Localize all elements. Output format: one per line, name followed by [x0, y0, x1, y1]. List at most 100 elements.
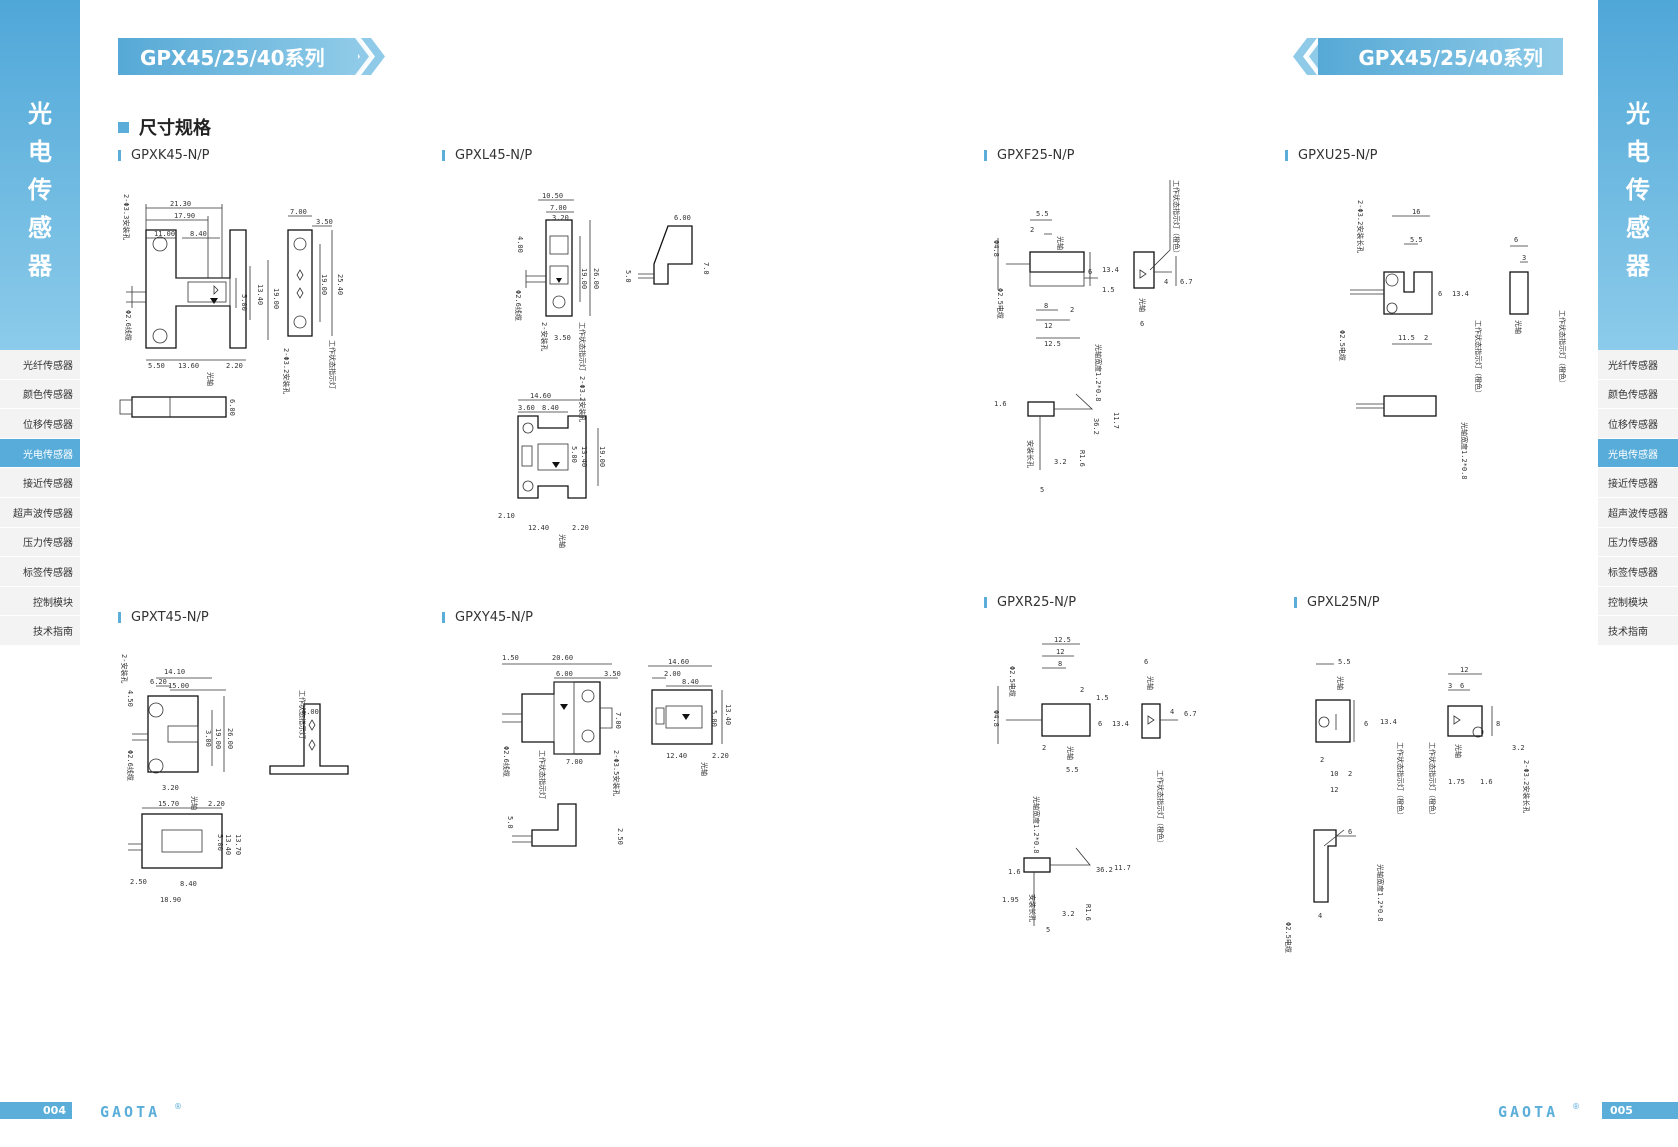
- dim-label: 4.50: [126, 690, 134, 707]
- brand-logo: GAOTA ®: [100, 1102, 182, 1121]
- dim-label: 11.7: [1112, 412, 1120, 429]
- dim-label: 14.10: [164, 668, 185, 676]
- model-name: GPXL45-N/P: [455, 148, 533, 163]
- model-name: GPXK45-N/P: [131, 148, 210, 163]
- side-title-char: 器: [1626, 252, 1650, 280]
- dim-label: 工作状态指示灯（橙色）: [1172, 180, 1181, 257]
- dim-label: 6: [1364, 720, 1368, 728]
- dim-label: 14.60: [668, 658, 689, 666]
- side-item-tech-guide[interactable]: 技术指南: [1598, 616, 1678, 646]
- dim-label: R1.6: [1084, 904, 1092, 921]
- side-title-char: 器: [28, 252, 52, 280]
- side-item-ultrasonic[interactable]: 超声波传感器: [1598, 497, 1678, 528]
- dim-label: 12.40: [528, 524, 549, 532]
- dim-label: 光轴宽度1.2*0.8: [1032, 796, 1041, 854]
- side-item-displacement[interactable]: 位移传感器: [0, 409, 80, 439]
- dim-label: 1.6: [994, 400, 1007, 408]
- side-title-char: 光: [1626, 100, 1650, 128]
- dim-label: 2: [1348, 770, 1352, 778]
- drawing-gpxl25: 5.5 光轴 6 13.4 2 10 2 12 工作状态指示灯（橙色） 12 3…: [1284, 658, 1531, 953]
- dim-label: 6: [1140, 320, 1144, 328]
- side-item-tech-guide[interactable]: 技术指南: [0, 616, 80, 646]
- dim-label: 1.6: [1008, 868, 1021, 876]
- right-side-nav: 光 电 传 感 器 光纤传感器 颜色传感器 位移传感器 光电传感器 接近传感器 …: [1598, 0, 1678, 646]
- dim-label: 6.20: [150, 678, 167, 686]
- left-side-nav: 光 电 传 感 器 光纤传感器 颜色传感器 位移传感器 光电传感器 接近传感器 …: [0, 0, 80, 646]
- dim-label: 6: [1144, 658, 1148, 666]
- dim-label: 26.00: [226, 728, 234, 749]
- dim-label: 13.4: [1102, 266, 1119, 274]
- dim-label: 6: [1514, 236, 1518, 244]
- dim-label: 光轴: [1336, 676, 1345, 690]
- dim-label: 13.60: [178, 362, 199, 370]
- side-item-photoelectric[interactable]: 光电传感器: [0, 438, 80, 469]
- dim-label: 2-安装孔: [120, 654, 129, 683]
- dim-label: 20.60: [552, 654, 573, 662]
- model-label-gpxu25: GPXU25-N/P: [1285, 148, 1378, 163]
- dim-label: 5.00: [710, 710, 718, 727]
- drawing-gpxk45: 21.30 17.90 11.00 8.40 5.00 13.40 19.00 …: [119, 194, 344, 418]
- dim-label: 3.60: [518, 404, 535, 412]
- side-item-proximity[interactable]: 接近传感器: [0, 468, 80, 498]
- side-item-fiber[interactable]: 光纤传感器: [1598, 350, 1678, 380]
- dim-label: 13.40: [724, 704, 732, 725]
- svg-text:®: ®: [174, 1102, 182, 1111]
- side-item-displacement[interactable]: 位移传感器: [1598, 409, 1678, 439]
- side-item-control-module[interactable]: 控制模块: [1598, 586, 1678, 617]
- dim-label: 2: [1042, 744, 1046, 752]
- dim-label: 8: [1058, 660, 1062, 668]
- side-title-char: 传: [28, 176, 52, 204]
- dim-label: 6: [1348, 828, 1352, 836]
- svg-text:GAOTA: GAOTA: [100, 1103, 160, 1121]
- dim-label: 1.6: [1480, 778, 1493, 786]
- dim-label: 1.5: [1096, 694, 1109, 702]
- side-item-color[interactable]: 颜色传感器: [0, 379, 80, 410]
- dim-label: 2: [1320, 756, 1324, 764]
- side-item-photoelectric[interactable]: 光电传感器: [1598, 438, 1678, 469]
- dim-label: 19.00: [272, 288, 280, 309]
- dim-label: Φ2.5电缆: [1008, 666, 1017, 697]
- side-item-fiber[interactable]: 光纤传感器: [0, 350, 80, 380]
- side-item-ultrasonic[interactable]: 超声波传感器: [0, 497, 80, 528]
- dim-label: 21.30: [170, 200, 191, 208]
- dim-label: Φ2.5电缆: [996, 288, 1005, 319]
- section-heading: 尺寸规格: [118, 114, 211, 140]
- model-label-gpxt45: GPXT45-N/P: [118, 610, 209, 625]
- dim-label: 11.5: [1398, 334, 1415, 342]
- label-bar-icon: [1294, 597, 1297, 608]
- dim-label: 2.00: [664, 670, 681, 678]
- dim-label: 5.0: [506, 816, 514, 829]
- page-number-left: 004: [0, 1102, 72, 1119]
- dim-label: 3: [1522, 254, 1526, 262]
- dim-label: 3.50: [604, 670, 621, 678]
- dim-label: 12: [1460, 666, 1468, 674]
- side-item-pressure[interactable]: 压力传感器: [0, 527, 80, 558]
- side-item-color[interactable]: 颜色传感器: [1598, 379, 1678, 410]
- dim-label: 3.2: [1512, 744, 1525, 752]
- model-name: GPXF25-N/P: [997, 148, 1075, 163]
- dim-label: 光轴宽度1.2*0.8: [1376, 864, 1385, 922]
- dim-label: 光轴: [206, 372, 215, 386]
- dim-label: 8.40: [542, 404, 559, 412]
- dim-label: 2-Φ3.2安装孔: [282, 348, 291, 394]
- side-item-pressure[interactable]: 压力传感器: [1598, 527, 1678, 558]
- dim-label: 8.40: [190, 230, 207, 238]
- model-label-gpxk45: GPXK45-N/P: [118, 148, 210, 163]
- dim-label: 2: [1080, 686, 1084, 694]
- drawing-gpxl45: 10.50 7.00 3.20 4.00 26.00 19.00 Φ2.6线缆 …: [498, 192, 710, 548]
- dim-label: 13.4: [1112, 720, 1129, 728]
- side-title: 光 电 传 感 器: [0, 0, 80, 350]
- side-item-label[interactable]: 标签传感器: [0, 557, 80, 587]
- dim-label: 7.0: [702, 262, 710, 275]
- side-item-proximity[interactable]: 接近传感器: [1598, 468, 1678, 498]
- dim-label: 5.5: [1066, 766, 1079, 774]
- dim-label: 5.00: [240, 294, 248, 311]
- dim-label: 工作状态指示灯: [578, 322, 587, 371]
- side-item-control-module[interactable]: 控制模块: [0, 586, 80, 617]
- side-item-label[interactable]: 标签传感器: [1598, 557, 1678, 587]
- dim-label: 2-Φ3.5安装孔: [612, 750, 621, 796]
- dim-label: 工作状态指示灯（橙色）: [1396, 742, 1405, 819]
- dim-label: 2: [1070, 306, 1074, 314]
- dim-label: 13.40: [580, 446, 588, 467]
- dim-label: 17.90: [174, 212, 195, 220]
